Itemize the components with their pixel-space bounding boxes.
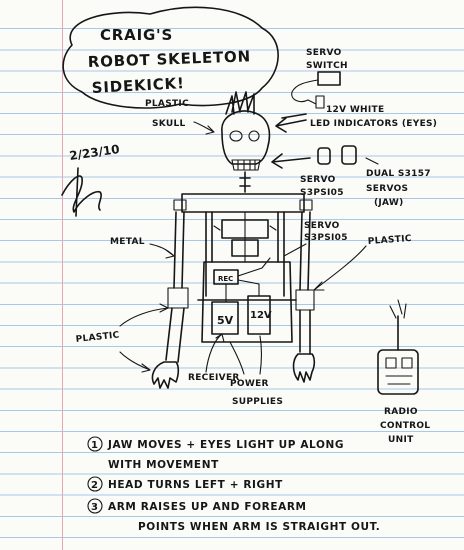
- radio-control-unit: [377, 349, 419, 395]
- note-3-line-2: POINTS WHEN ARM IS STRAIGHT OUT.: [138, 521, 380, 533]
- torso-frame: [205, 211, 285, 297]
- margin-line: [62, 0, 64, 550]
- note-1-line-2: WITH MOVEMENT: [108, 459, 219, 471]
- arrow-plastic-right: [313, 245, 367, 291]
- skull-eye-right: [248, 130, 260, 142]
- signature: [61, 167, 102, 217]
- label-servo-switch-1: SERVO: [306, 48, 342, 58]
- note-1-number: 1: [91, 440, 98, 451]
- radio-signal-icon: [389, 299, 407, 319]
- arrow-power: [229, 335, 263, 375]
- label-5v: 5V: [217, 314, 234, 327]
- note-1-number-circle: [87, 436, 103, 452]
- title-cloud-outline: [62, 6, 279, 109]
- led-indicator-icon: [315, 95, 325, 109]
- arm-right-forearm: [299, 309, 311, 355]
- arm-left-forearm: [165, 307, 185, 363]
- label-led-1: 12V WHITE: [326, 105, 384, 115]
- label-dual-servo-3: (JAW): [374, 198, 404, 208]
- skull: [221, 110, 271, 165]
- note-1-line-1: JAW MOVES + EYES LIGHT UP ALONG: [107, 439, 344, 451]
- note-1: 1 JAW MOVES + EYES LIGHT UP ALONG WITH M…: [87, 436, 344, 471]
- label-servo-switch-2: SWITCH: [306, 61, 348, 71]
- label-servo-lower-1: SERVO: [304, 221, 340, 231]
- label-servo-lower-2: S3PSI05: [304, 233, 348, 243]
- elbow-right: [295, 289, 315, 311]
- label-servo-upper-2: S3PSI05: [300, 188, 344, 198]
- date-text: 2/23/10: [68, 142, 120, 163]
- label-rec: REC: [218, 275, 233, 283]
- label-radio-1: RADIO: [384, 407, 418, 417]
- label-plastic-right: PLASTIC: [368, 234, 413, 247]
- title-line-2: ROBOT SKELETON: [88, 47, 252, 71]
- title-line-1: CRAIG'S: [100, 26, 173, 44]
- wiring: [225, 257, 271, 303]
- label-power-2: SUPPLIES: [232, 397, 283, 407]
- note-3-number-circle: [87, 498, 103, 514]
- torso-detail: [213, 211, 277, 263]
- shoulder-joint-right: [299, 199, 313, 211]
- radio-stick-right: [401, 357, 413, 369]
- shoulder-joint-left: [173, 199, 187, 211]
- arrow-jaw: [271, 153, 311, 169]
- label-servo-upper-1: SERVO: [300, 175, 336, 185]
- arrow-plastic-left-1: [119, 303, 169, 327]
- label-plastic-left: PLASTIC: [75, 330, 120, 345]
- arrow-plastic-left-2: [119, 351, 151, 373]
- note-2-number-circle: [87, 476, 103, 492]
- label-radio-2: CONTROL: [380, 421, 430, 431]
- note-3: 3 ARM RAISES UP AND FOREARM POINTS WHEN …: [87, 498, 380, 533]
- label-receiver: RECEIVER: [188, 373, 240, 383]
- servo-switch-wire: [291, 79, 319, 103]
- arm-left-upper: [173, 211, 185, 289]
- label-power-1: POWER: [230, 379, 269, 389]
- arrow-metal: [149, 243, 175, 259]
- label-plastic-skull-1: PLASTIC: [145, 99, 189, 109]
- arrow-skull: [193, 121, 215, 135]
- skull-mohawk: [225, 91, 255, 115]
- label-radio-3: UNIT: [388, 435, 414, 445]
- elbow-left: [167, 287, 189, 309]
- title-line-3: SIDEKICK!: [91, 74, 185, 97]
- label-led-2: LED INDICATORS (EYES): [310, 119, 437, 129]
- shoulder-bar: [181, 193, 305, 213]
- label-metal: METAL: [110, 237, 145, 247]
- radio-stick-left: [385, 357, 397, 369]
- note-2-number: 2: [91, 480, 98, 491]
- arrow-receiver: [205, 333, 225, 373]
- note-2: 2 HEAD TURNS LEFT + RIGHT: [87, 476, 283, 492]
- supply-5v-box: [211, 301, 239, 335]
- arrow-dual-servo-label: [365, 157, 379, 165]
- led-wire-1: [307, 99, 317, 105]
- jaw-servo-right: [341, 145, 357, 165]
- servo-switch-box: [317, 71, 341, 86]
- note-3-line-1: ARM RAISES UP AND FOREARM: [108, 501, 307, 513]
- pelvis-frame: [197, 261, 297, 343]
- label-12v: 12V: [250, 310, 272, 321]
- hand-left: [151, 361, 180, 389]
- arrow-led-eyes: [275, 113, 307, 133]
- arrow-servo-lower: [283, 243, 307, 257]
- neck: [239, 171, 251, 193]
- label-dual-servo-2: SERVOS: [366, 184, 408, 194]
- arm-right-upper: [299, 211, 311, 291]
- skull-teeth: [231, 159, 261, 171]
- hand-right: [292, 353, 316, 383]
- label-dual-servo-1: DUAL S3157: [366, 169, 431, 179]
- label-plastic-skull-2: SKULL: [152, 119, 186, 129]
- note-3-number: 3: [91, 502, 98, 513]
- jaw-servo-left: [317, 147, 331, 165]
- skull-eye-left: [229, 130, 243, 142]
- note-2-line-1: HEAD TURNS LEFT + RIGHT: [108, 479, 283, 491]
- radio-detail: [385, 375, 413, 385]
